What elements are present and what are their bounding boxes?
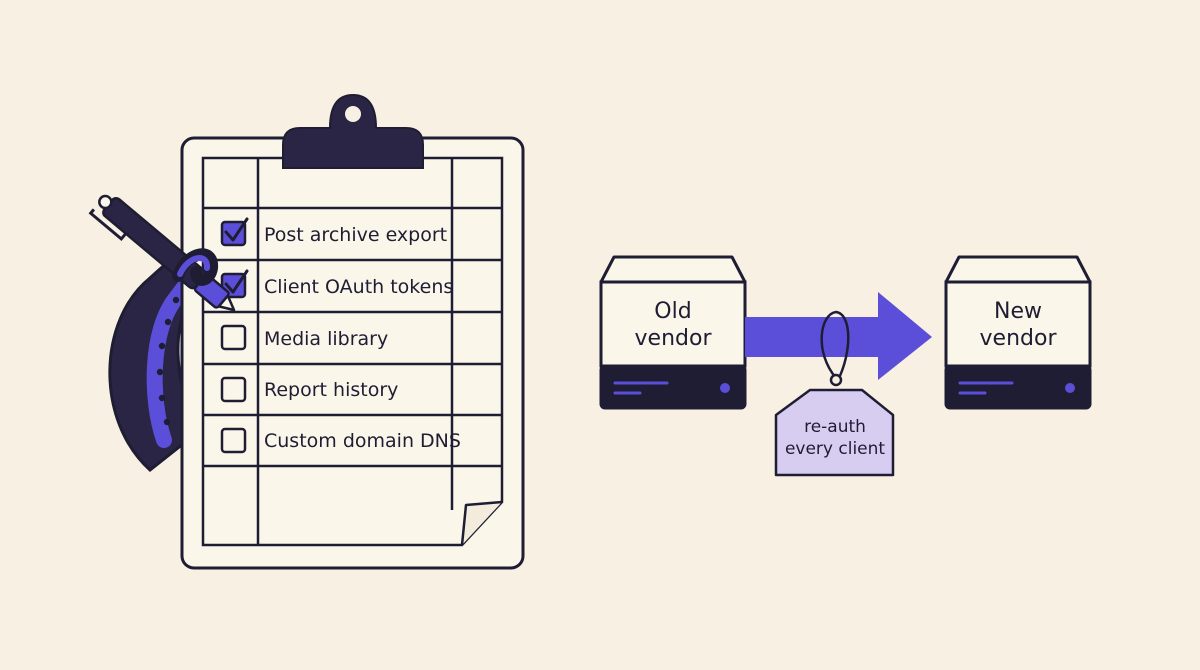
checkbox-1[interactable]: [220, 217, 249, 247]
migration-arrow: [745, 292, 932, 380]
checkbox-4[interactable]: [220, 376, 247, 403]
status-light: [1065, 383, 1075, 393]
reauth-tag: [774, 310, 895, 477]
clipboard: [180, 93, 525, 570]
old-vendor-server: [599, 255, 747, 410]
checklist-item-label: Media library: [264, 328, 389, 350]
checkbox-3[interactable]: [220, 324, 247, 351]
checklist-item-label: Client OAuth tokens: [264, 276, 454, 298]
tag-label-line1: re-auth: [804, 417, 866, 437]
checkbox-5[interactable]: [220, 427, 247, 454]
checklist-item-label: Report history: [264, 379, 399, 401]
new-vendor-label-line2: vendor: [979, 326, 1057, 351]
new-vendor-server: [944, 255, 1092, 410]
old-vendor-label-line2: vendor: [634, 326, 712, 351]
checklist-grid: [203, 158, 502, 545]
status-light: [720, 383, 730, 393]
checklist-item-label: Custom domain DNS: [264, 430, 461, 452]
checklist-item-label: Post archive export: [264, 224, 448, 246]
tag-label-line2: every client: [784, 439, 886, 459]
clipboard-clip: [282, 93, 424, 169]
old-vendor-label-line1: Old: [654, 299, 692, 324]
new-vendor-label-line1: New: [994, 299, 1042, 324]
